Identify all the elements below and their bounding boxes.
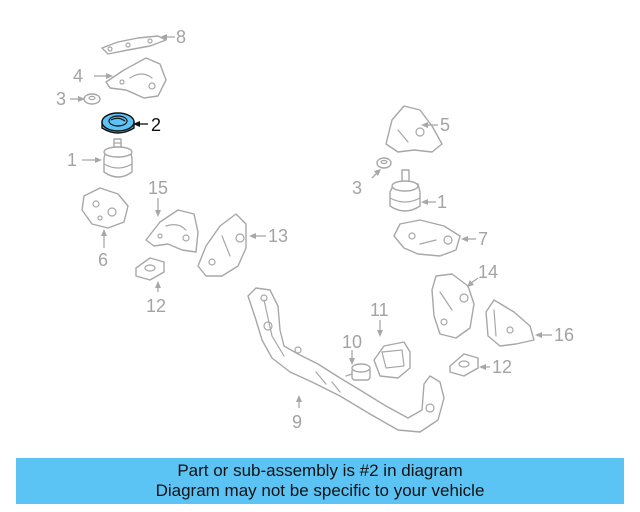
part-2-cushion[interactable] (101, 112, 135, 134)
part-12-pad-left[interactable] (135, 257, 165, 281)
part-6-bracket[interactable] (81, 187, 129, 229)
part-11-mount[interactable] (373, 341, 411, 379)
callout-9: 9 (292, 412, 302, 432)
callout-7: 7 (478, 229, 488, 249)
callout-12-left: 12 (146, 296, 166, 316)
callout-8: 8 (176, 27, 186, 47)
part-1-mount-right[interactable] (389, 169, 421, 212)
callout-1-right: 1 (437, 192, 447, 212)
part-7-bracket[interactable] (393, 219, 461, 257)
callout-3-right: 3 (352, 178, 362, 198)
callout-14: 14 (478, 262, 498, 282)
banner-line-2: Diagram may not be specific to your vehi… (155, 481, 485, 500)
callout-4: 4 (73, 66, 83, 86)
part-10-bushing[interactable] (345, 363, 371, 381)
info-banner: Part or sub-assembly is #2 in diagram Di… (16, 458, 624, 504)
callout-10: 10 (342, 332, 362, 352)
callout-1-left: 1 (67, 150, 77, 170)
part-1-mount-left[interactable] (103, 138, 133, 178)
part-8-bracket[interactable] (101, 35, 167, 55)
callout-2: 2 (151, 115, 161, 135)
part-12-pad-right[interactable] (449, 353, 479, 377)
banner-line-1: Part or sub-assembly is #2 in diagram (177, 461, 463, 480)
part-3-washer[interactable] (83, 93, 101, 105)
part-14-bracket[interactable] (431, 273, 475, 339)
callout-15: 15 (148, 178, 168, 198)
part-4-bracket[interactable] (105, 57, 167, 99)
callout-6: 6 (98, 250, 108, 270)
part-16-bracket[interactable] (485, 299, 535, 347)
part-15-bracket[interactable] (145, 209, 199, 253)
part-3-washer-right[interactable] (376, 157, 392, 169)
callout-11: 11 (370, 300, 389, 320)
part-9-crossmember[interactable] (247, 287, 445, 433)
callout-16: 16 (554, 325, 574, 345)
callout-3-left: 3 (56, 89, 66, 109)
part-13-bracket[interactable] (197, 213, 247, 277)
part-5-bracket[interactable] (385, 105, 443, 153)
callout-13: 13 (268, 226, 288, 246)
parts-diagram: 8 4 3 2 1 6 (56, 27, 574, 433)
callout-12-right: 12 (492, 357, 512, 377)
callout-5: 5 (440, 115, 450, 135)
